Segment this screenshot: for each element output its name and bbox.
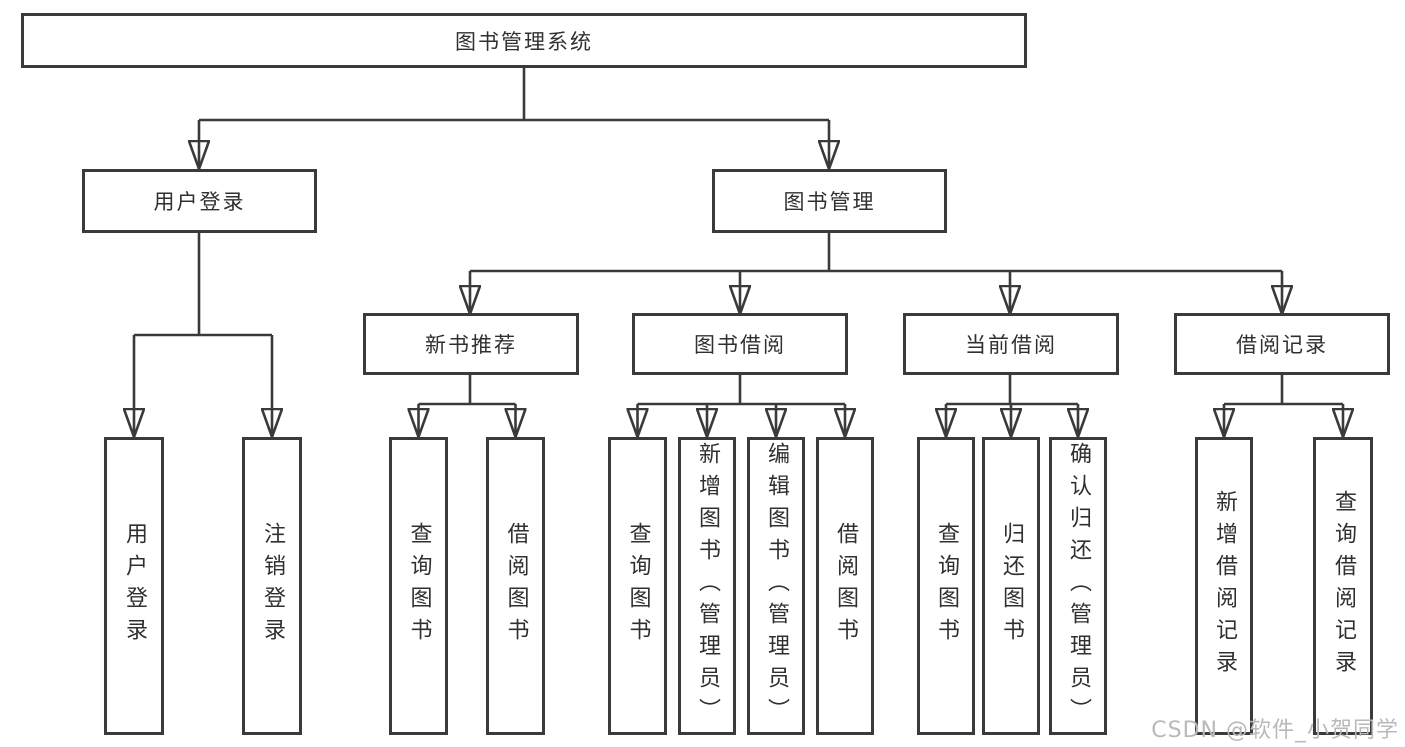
- connector-book-borrow-split: [638, 375, 846, 437]
- connector-current-borrow-split: [946, 375, 1078, 437]
- node-logout-leaf: 注销登录: [242, 437, 302, 735]
- connector-bar: [1224, 375, 1343, 406]
- connector-bar: [470, 233, 1282, 273]
- connector-bar: [418, 375, 516, 406]
- node-records-add-record: 新增借阅记录: [1195, 437, 1253, 735]
- connector-book-mgmt-split: [470, 233, 1282, 314]
- node-borrow-borrow-books: 借阅图书: [816, 437, 874, 735]
- node-borrow-edit-books-admin: 编辑图书（管理员）: [747, 437, 805, 735]
- node-current-query-books: 查询图书: [917, 437, 975, 735]
- node-borrow-add-books-admin: 新增图书（管理员）: [678, 437, 736, 735]
- connector-borrow-records-split: [1224, 375, 1343, 437]
- connector-root-split: [199, 68, 829, 169]
- node-book-management: 图书管理: [712, 169, 947, 233]
- node-newrec-query-books: 查询图书: [389, 437, 448, 735]
- node-records-query-record: 查询借阅记录: [1313, 437, 1373, 735]
- node-root-system: 图书管理系统: [21, 13, 1027, 68]
- node-newrec-borrow-books: 借阅图书: [486, 437, 545, 735]
- node-book-borrowing: 图书借阅: [632, 313, 848, 375]
- csdn-watermark: CSDN @软件_小贺同学: [1151, 718, 1399, 743]
- node-user-login-group: 用户登录: [82, 169, 317, 233]
- node-borrowing-records: 借阅记录: [1174, 313, 1390, 375]
- node-new-book-recommend: 新书推荐: [363, 313, 579, 375]
- connector-bar: [946, 375, 1078, 406]
- node-borrow-query-books: 查询图书: [608, 437, 667, 735]
- node-current-borrowing: 当前借阅: [903, 313, 1119, 375]
- connector-user-login-split: [134, 233, 272, 437]
- connector-bar: [134, 233, 272, 337]
- node-user-login-leaf: 用户登录: [104, 437, 164, 735]
- connector-new-book-rec-split: [419, 375, 516, 437]
- connector-bar: [637, 375, 845, 406]
- node-current-confirm-return-admin: 确认归还（管理员）: [1049, 437, 1107, 735]
- connector-bar: [199, 68, 829, 122]
- node-current-return-books: 归还图书: [982, 437, 1040, 735]
